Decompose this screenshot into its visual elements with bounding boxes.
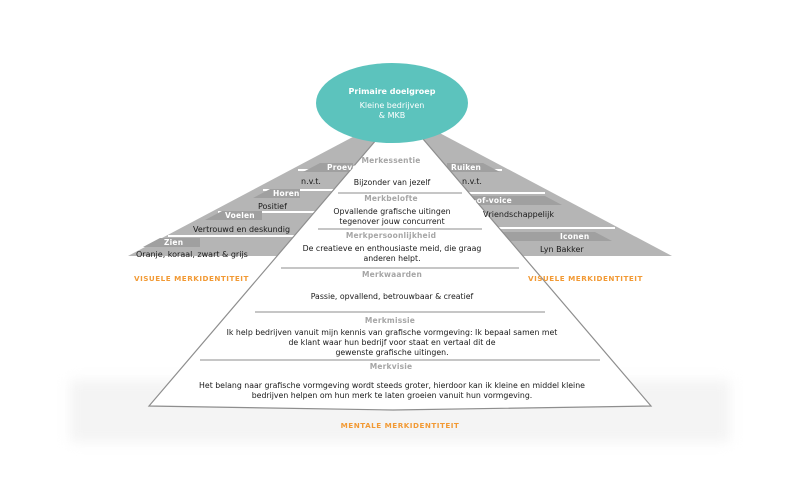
left-label-bars bbox=[143, 163, 353, 247]
text-merkmissie: Ik help bedrijven vanuit mijn kennis van… bbox=[226, 328, 558, 357]
text-merkvisie: Het belang naar grafische vormgeving wor… bbox=[199, 381, 585, 400]
value-iconen: Lyn Bakker bbox=[540, 245, 584, 254]
text-merkbelofte: Opvallende grafische uitingen tegenover … bbox=[333, 207, 451, 226]
label-merkessentie: Merkessentie bbox=[361, 156, 421, 165]
audience-line1: Kleine bedrijven bbox=[359, 101, 425, 110]
label-voelen: Voelen bbox=[225, 211, 255, 220]
center-pyramid bbox=[147, 111, 653, 411]
value-proeven: n.v.t. bbox=[301, 177, 321, 186]
label-proeven: Proeven bbox=[327, 163, 364, 172]
target-audience-bubble bbox=[316, 63, 468, 143]
audience-line2: & MKB bbox=[378, 111, 406, 120]
caption-visual-right: VISUELE MERKIDENTITEIT bbox=[528, 274, 643, 283]
label-merkpersoonlijkheid: Merkpersoonlijkheid bbox=[345, 231, 437, 240]
value-voelen: Vertrouwd en deskundig bbox=[193, 225, 291, 234]
value-ruiken: n.v.t. bbox=[462, 177, 482, 186]
label-ruiken: Ruiken bbox=[451, 163, 482, 172]
caption-visual-left: VISUELE MERKIDENTITEIT bbox=[134, 274, 249, 283]
value-horen: Positief bbox=[258, 202, 287, 211]
text-merkpersoonlijkheid: De creatieve en enthousiaste meid, die g… bbox=[302, 244, 482, 263]
label-zien: Zien bbox=[164, 238, 184, 247]
label-merkwaarden: Merkwaarden bbox=[362, 270, 422, 279]
center-bands bbox=[200, 192, 600, 361]
label-horen: Horen bbox=[273, 189, 300, 198]
label-merkbelofte: Merkbelofte bbox=[364, 194, 418, 203]
text-merkessentie: Bijzonder van jezelf bbox=[353, 178, 431, 187]
label-iconen: Iconen bbox=[560, 232, 590, 241]
audience-title: Primaire doelgroep bbox=[348, 87, 436, 96]
value-tone-of-voice: Vriendschappelijk bbox=[483, 210, 554, 219]
value-zien: Oranje, koraal, zwart & grijs bbox=[136, 250, 248, 259]
text-merkwaarden: Passie, opvallend, betrouwbaar & creatie… bbox=[310, 292, 474, 301]
caption-mental: MENTALE MERKIDENTITEIT bbox=[340, 421, 460, 430]
label-tone-of-voice: Tone-of-voice bbox=[453, 196, 512, 205]
label-merkmissie: Merkmissie bbox=[364, 316, 416, 325]
label-merkvisie: Merkvisie bbox=[369, 362, 413, 371]
